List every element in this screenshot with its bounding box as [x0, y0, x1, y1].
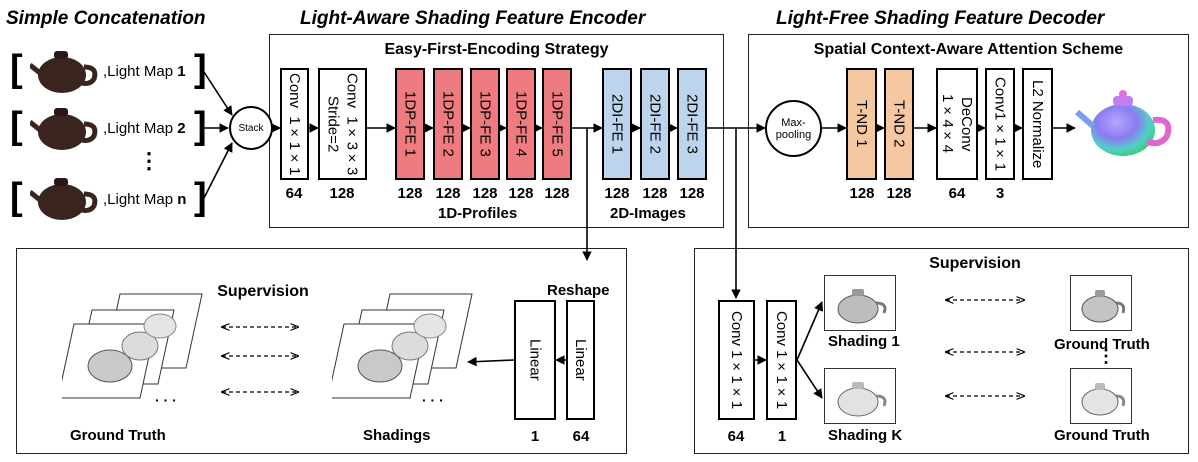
heading-decoder: Light-Free Shading Feature Decoder [776, 8, 1105, 29]
encoder-1dp-fe-3: 1DP-FE 3 [470, 68, 500, 180]
vertical-ellipsis: ⋮ [1097, 346, 1115, 366]
decoder-t-nd-1: T-ND 1 [846, 68, 877, 180]
bottom-right-panel [694, 248, 1189, 454]
linear-block-1: Linear [514, 300, 556, 420]
channel-count: 64 [948, 185, 966, 202]
decoder-l2-normalize: L2 Normalize [1022, 68, 1053, 180]
encoder-1dp-fe-1: 1DP-FE 1 [395, 68, 425, 180]
teapot-dark-image [30, 178, 98, 220]
bottom-left-panel [16, 248, 627, 454]
channel-count: 128 [544, 185, 570, 202]
encoder-2di-fe-1: 2DI-FE 1 [602, 68, 632, 180]
heading-encoder: Light-Aware Shading Feature Encoder [300, 8, 646, 29]
bracket-left: [ [10, 105, 23, 147]
channel-count: 64 [572, 428, 590, 445]
bracket-left: [ [10, 48, 23, 90]
ellipsis: · · · [422, 392, 444, 408]
stack-node: Stack [229, 106, 273, 150]
encoder-1dp-fe-5: 1DP-FE 5 [542, 68, 572, 180]
bracket-left: [ [10, 176, 23, 218]
channel-count: 128 [397, 185, 423, 202]
ground-truth-label: Ground Truth [70, 427, 166, 444]
linear-block-64: Linear [566, 300, 595, 420]
encoder-2di-fe-3: 2DI-FE 3 [677, 68, 707, 180]
decoder-panel [748, 34, 1189, 228]
channel-count: 128 [886, 185, 912, 202]
teapot-dark-image [30, 108, 98, 150]
ground-truth-k-image [1070, 368, 1132, 424]
channel-count: 128 [472, 185, 498, 202]
channel-count: 128 [849, 185, 875, 202]
decoder-deconv: DeConv 1×4×4 [936, 68, 978, 180]
ground-truth-stack-image [62, 293, 203, 399]
shading-1-image [824, 275, 896, 331]
maxpooling-node: Max- pooling [765, 100, 822, 157]
channel-count: 1 [530, 428, 540, 445]
channel-count: 128 [604, 185, 630, 202]
encoder-2di-fe-2: 2DI-FE 2 [640, 68, 670, 180]
encoder-conv-1x3x3: Conv 1×3×3 Stride=2 [318, 68, 367, 180]
encoder-1dp-fe-2: 1DP-FE 2 [433, 68, 463, 180]
normal-map-teapot-image [1075, 90, 1172, 156]
shadings-label: Shadings [363, 427, 431, 444]
shading-k-label: Shading K [828, 427, 903, 444]
decoder-panel-title: Spatial Context-Aware Attention Scheme [813, 41, 1124, 58]
ground-truth-1-image [1070, 275, 1132, 331]
channel-count: 64 [727, 428, 745, 445]
decoder-t-nd-2: T-ND 2 [884, 68, 914, 180]
encoder-panel-title: Easy-First-Encoding Strategy [384, 41, 609, 58]
ground-truth-label: Ground Truth [1054, 336, 1150, 353]
channel-count: 128 [435, 185, 461, 202]
group-label-2d-images: 2D-Images [610, 205, 686, 222]
light-map-label: ,Light Map 2 [103, 120, 186, 137]
channel-count: 128 [508, 185, 534, 202]
bracket-right: ] [194, 105, 207, 147]
ground-truth-label: Ground Truth [1054, 427, 1150, 444]
decoder-conv-1x1x1: Conv1×1×1 [985, 68, 1015, 180]
channel-count: 128 [329, 185, 355, 202]
shading-k-image [824, 368, 896, 424]
ellipsis: · · · [155, 392, 177, 408]
encoder-1dp-fe-4: 1DP-FE 4 [506, 68, 536, 180]
shadings-stack-image [332, 293, 473, 399]
conv-block-64: Conv 1×1×1 [718, 300, 755, 420]
light-map-label: ,Light Map n [103, 191, 187, 208]
reshape-label: Reshape [547, 282, 610, 299]
shading-1-label: Shading 1 [828, 333, 900, 350]
channel-count: 128 [679, 185, 705, 202]
channel-count: 1 [777, 428, 787, 445]
light-map-label: ,Light Map 1 [103, 63, 186, 80]
bracket-right: ] [194, 176, 207, 218]
bracket-right: ] [194, 48, 207, 90]
bottom-right-title: Supervision [929, 255, 1021, 272]
teapot-dark-image [30, 51, 98, 93]
channel-count: 128 [642, 185, 668, 202]
channel-count: 64 [285, 185, 303, 202]
channel-count: 3 [995, 185, 1005, 202]
heading-simple-concatenation: Simple Concatenation [6, 8, 206, 29]
conv-block-1: Conv 1×1×1 [766, 300, 797, 420]
encoder-conv-1x1x1: Conv 1×1×1 [280, 68, 309, 180]
group-label-1d-profiles: 1D-Profiles [438, 205, 518, 222]
bottom-left-title: Supervision [217, 283, 309, 300]
vertical-ellipsis: ⋮ [138, 148, 160, 173]
